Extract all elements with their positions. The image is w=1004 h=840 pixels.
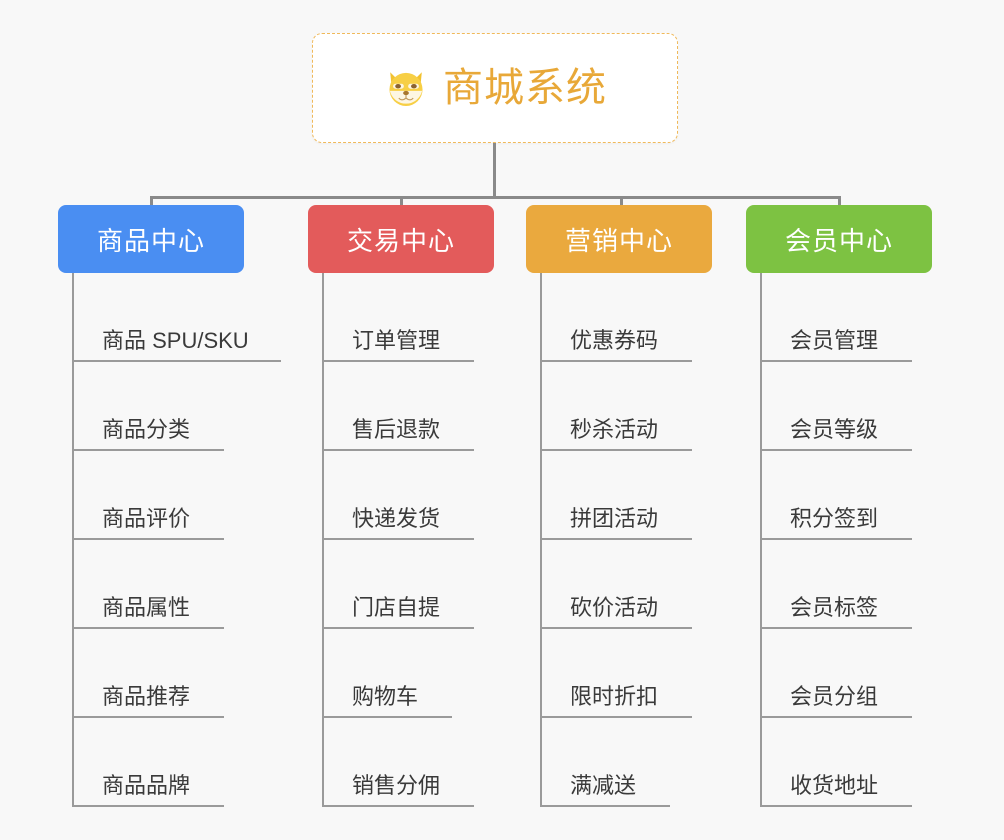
leaf-label: 订单管理 <box>352 327 441 353</box>
category-label-4: 会员中心 <box>784 225 893 256</box>
leaf-underline <box>72 449 224 451</box>
leaf-underline <box>322 627 474 629</box>
leaf-list-3: 优惠券码 秒杀活动 拼团活动 砍价活动 限时折扣 满减送 <box>540 273 692 807</box>
leaf-underline <box>72 716 224 718</box>
leaf-label: 商品分类 <box>102 416 191 442</box>
list-item[interactable]: 订单管理 <box>322 273 474 362</box>
category-label-1: 商品中心 <box>96 225 205 256</box>
leaf-list-4: 会员管理 会员等级 积分签到 会员标签 会员分组 收货地址 <box>760 273 912 807</box>
leaf-list-1: 商品 SPU/SKU 商品分类 商品评价 商品属性 商品推荐 商品品牌 <box>72 273 281 807</box>
list-item[interactable]: 收货地址 <box>760 718 912 807</box>
leaf-label: 秒杀活动 <box>570 416 659 442</box>
root-node[interactable]: 商城系统 <box>312 33 678 143</box>
list-item[interactable]: 优惠券码 <box>540 273 692 362</box>
category-box-4[interactable]: 会员中心 <box>746 205 932 273</box>
root-title: 商城系统 <box>443 66 607 110</box>
leaf-label: 商品 SPU/SKU <box>102 327 249 353</box>
list-item[interactable]: 购物车 <box>322 629 454 718</box>
list-item[interactable]: 会员管理 <box>760 273 912 362</box>
list-item[interactable]: 限时折扣 <box>540 629 692 718</box>
leaf-label: 购物车 <box>352 683 419 709</box>
list-item[interactable]: 商品 SPU/SKU <box>72 273 281 362</box>
leaf-underline <box>540 449 692 451</box>
leaf-label: 砍价活动 <box>570 594 659 620</box>
leaf-underline <box>760 627 912 629</box>
leaf-label: 收货地址 <box>790 772 879 798</box>
child-stem-2 <box>322 273 324 807</box>
list-item[interactable]: 砍价活动 <box>540 540 692 629</box>
list-item[interactable]: 拼团活动 <box>540 451 692 540</box>
connector-bus <box>150 196 840 199</box>
list-item[interactable]: 售后退款 <box>322 362 474 451</box>
list-item[interactable]: 商品品牌 <box>72 718 263 807</box>
leaf-underline <box>72 805 224 807</box>
leaf-list-2: 订单管理 售后退款 快递发货 门店自提 购物车 销售分佣 <box>322 273 474 807</box>
list-item[interactable]: 门店自提 <box>322 540 474 629</box>
leaf-underline <box>760 716 912 718</box>
connector-drop-3 <box>620 196 623 210</box>
child-stem-1 <box>72 273 74 807</box>
leaf-label: 门店自提 <box>352 594 441 620</box>
list-item[interactable]: 会员分组 <box>760 629 912 718</box>
category-box-1[interactable]: 商品中心 <box>58 205 244 273</box>
leaf-label: 售后退款 <box>352 416 441 442</box>
list-item[interactable]: 会员标签 <box>760 540 912 629</box>
connector-drop-2 <box>400 196 403 210</box>
category-box-3[interactable]: 营销中心 <box>526 205 712 273</box>
category-box-2[interactable]: 交易中心 <box>308 205 494 273</box>
leaf-underline <box>760 360 912 362</box>
leaf-underline <box>72 360 281 362</box>
leaf-label: 会员管理 <box>790 327 879 353</box>
leaf-underline <box>760 449 912 451</box>
leaf-underline <box>322 538 474 540</box>
list-item[interactable]: 商品评价 <box>72 451 263 540</box>
list-item[interactable]: 商品推荐 <box>72 629 263 718</box>
leaf-underline <box>322 716 452 718</box>
list-item[interactable]: 快递发货 <box>322 451 474 540</box>
leaf-label: 限时折扣 <box>570 683 659 709</box>
leaf-underline <box>322 449 474 451</box>
leaf-underline <box>540 360 692 362</box>
leaf-label: 会员等级 <box>790 416 879 442</box>
list-item[interactable]: 销售分佣 <box>322 718 474 807</box>
list-item[interactable]: 满减送 <box>540 718 672 807</box>
leaf-underline <box>540 805 670 807</box>
leaf-label: 积分签到 <box>790 505 879 531</box>
leaf-label: 拼团活动 <box>570 505 659 531</box>
leaf-underline <box>760 805 912 807</box>
child-stem-4 <box>760 273 762 807</box>
leaf-underline <box>322 805 474 807</box>
connector-drop-1 <box>150 196 153 210</box>
category-label-2: 交易中心 <box>346 225 455 256</box>
connector-drop-4 <box>838 196 841 210</box>
list-item[interactable]: 秒杀活动 <box>540 362 692 451</box>
connector-root-stem <box>493 143 496 198</box>
leaf-underline <box>760 538 912 540</box>
list-item[interactable]: 商品属性 <box>72 540 263 629</box>
leaf-underline <box>72 538 224 540</box>
category-label-3: 营销中心 <box>564 225 673 256</box>
leaf-label: 商品属性 <box>102 594 191 620</box>
leaf-underline <box>72 627 224 629</box>
leaf-label: 会员分组 <box>790 683 879 709</box>
leaf-label: 会员标签 <box>790 594 879 620</box>
leaf-label: 商品推荐 <box>102 683 191 709</box>
list-item[interactable]: 积分签到 <box>760 451 912 540</box>
leaf-label: 销售分佣 <box>352 772 441 798</box>
shiba-dog-face-icon <box>389 72 423 106</box>
leaf-label: 满减送 <box>570 772 637 798</box>
leaf-label: 商品评价 <box>102 505 191 531</box>
leaf-underline <box>540 627 692 629</box>
child-stem-3 <box>540 273 542 807</box>
list-item[interactable]: 会员等级 <box>760 362 912 451</box>
list-item[interactable]: 商品分类 <box>72 362 263 451</box>
leaf-label: 优惠券码 <box>570 327 659 353</box>
leaf-label: 快递发货 <box>352 505 441 531</box>
leaf-underline <box>540 716 692 718</box>
leaf-label: 商品品牌 <box>102 772 191 798</box>
leaf-underline <box>540 538 692 540</box>
leaf-underline <box>322 360 474 362</box>
